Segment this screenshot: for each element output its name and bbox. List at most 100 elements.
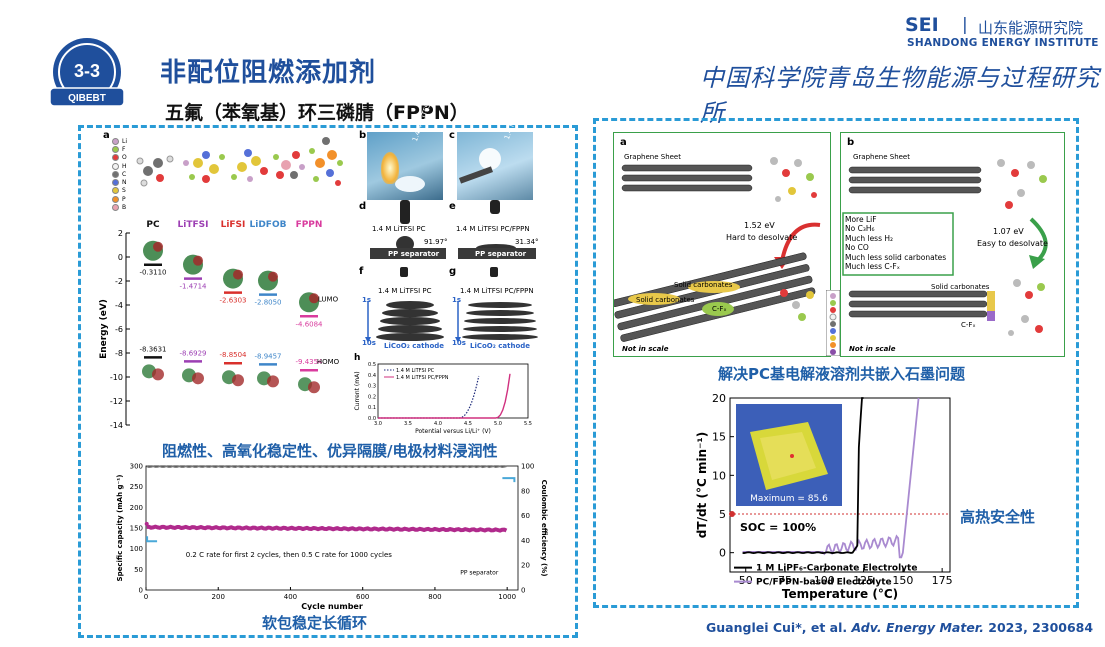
caption-right-bottom: 高热安全性 — [960, 508, 1036, 526]
thermal-x-tick-label: 75 — [778, 574, 792, 587]
panel-a-letter: a — [103, 130, 110, 141]
citation-rest: 2023, 2300684 — [983, 620, 1094, 635]
panel-b-letter: b — [359, 130, 367, 141]
homo-orbital-lobe — [232, 374, 244, 387]
atom-legend-B: B — [112, 203, 127, 212]
mech-a-energy: 1.52 eV — [744, 221, 775, 230]
thermal-hotspot-core — [760, 432, 816, 480]
logo-cas-calligraphy: 中国科学院青岛生物能源与过程研究所 — [700, 64, 1100, 127]
slide-title: 非配位阻燃添加剂 — [160, 58, 377, 88]
cycle-x-tick-label: 600 — [356, 593, 369, 601]
cycle-y-right-tick-label: 40 — [521, 537, 530, 545]
orbital-column-header: LiDFOB — [250, 220, 287, 230]
thermal-max-point — [790, 454, 794, 458]
lighter-icon — [458, 166, 494, 184]
lsv-y-tick-label: 0.3 — [368, 384, 376, 390]
lsv-panel-letter: h — [354, 353, 360, 363]
lsv-y-tick-label: 0.2 — [368, 394, 376, 400]
cycle-y-right-tick-label: 100 — [521, 463, 534, 471]
panel-g-letter: g — [449, 266, 457, 277]
slide-subtitle: 五氟（苯氧基）环三磷腈（FPPN） — [165, 102, 469, 124]
cycle-separator-label: PP separator — [460, 569, 499, 576]
threshold-marker-icon — [729, 511, 735, 517]
homo-label: HOMO — [317, 358, 340, 366]
atom-legend-label: C — [122, 170, 127, 178]
cycle-y-left-tick-label: 150 — [130, 525, 143, 533]
cycle-note: 0.2 C rate for first 2 cycles, then 0.5 … — [186, 551, 393, 559]
atom-legend-label: B — [122, 204, 127, 212]
atom-legend-Li: Li — [112, 137, 127, 145]
atom-legend-label: N — [122, 179, 127, 187]
orbital-y-tick-label: -8 — [115, 349, 123, 358]
mech-a-scale: Not in scale — [622, 345, 669, 353]
thermal-x-tick-label: 175 — [932, 574, 953, 587]
mech-atom-legend — [826, 290, 840, 356]
fppn-molecule — [309, 137, 343, 186]
pc-molecule — [136, 155, 174, 187]
thermal-soc-label: SOC = 100% — [740, 521, 816, 534]
lsv-y-tick-label: 0.5 — [368, 362, 376, 368]
mech-b-energy: 1.07 eV — [993, 227, 1024, 236]
thermal-x-tick-label: 50 — [739, 574, 753, 587]
panel-g-time-start: 1s — [452, 296, 462, 304]
lsv-legend-label: 1.4 M LiTFSI PC/FPPN — [396, 375, 449, 381]
logo-sei: SEI — [905, 14, 939, 36]
lsv-series-pc — [378, 375, 480, 419]
lsv-x-tick-label: 3.0 — [374, 421, 382, 427]
atom-dot-icon — [112, 145, 119, 153]
cycle-y-left-tick-label: 100 — [130, 545, 143, 553]
homo-orbital-lobe — [192, 372, 204, 385]
badge-number: 3-3 — [74, 61, 100, 81]
mech-a-drawing — [614, 157, 821, 342]
atom-legend-P: P — [112, 195, 127, 203]
panel-e-letter: e — [449, 201, 456, 212]
citation-author: Guanglei Cui — [706, 620, 796, 635]
mech-a-letter: a — [620, 137, 627, 148]
mech-a-cfx: C-Fₓ — [712, 305, 727, 313]
cycle-x-label: Cycle number — [301, 602, 363, 610]
atom-legend-S: S — [112, 187, 127, 195]
lsv-x-tick-label: 5.5 — [524, 421, 532, 427]
lsv-y-tick-label: 0.1 — [368, 405, 376, 411]
cycle-y-right-tick-label: 0 — [521, 587, 525, 595]
lsv-x-label: Potential versus Li/Li⁺ (V) — [415, 428, 491, 435]
mech-a-desc: Hard to desolvate — [726, 233, 798, 242]
orbital-column-header: PC — [146, 220, 160, 230]
thermal-legend-label: PC/FPPN-based Electrolyte — [756, 578, 892, 588]
orbital-y-tick-label: -12 — [110, 397, 123, 406]
logo-org-en: SHANDONG ENERGY INSTITUTE — [907, 37, 1099, 49]
capacity-axis-arrow-icon — [146, 536, 158, 543]
sample-ball — [395, 176, 425, 192]
atom-legend-label: O — [122, 154, 127, 162]
efficiency-series — [146, 465, 507, 469]
lumo-orbital-lobe — [309, 293, 319, 304]
thermal-y-tick-label: 0 — [719, 547, 726, 560]
mech-b-drawing — [842, 159, 1048, 336]
panel-c-flame-photo: 1.4 M LiTFSI PC/FPPN — [457, 69, 536, 200]
homo-value: -8.3631 — [139, 345, 166, 353]
panel-e-label: 1.4 M LiTFSI PC/FPPN — [456, 225, 530, 233]
thermal-x-tick-label: 125 — [853, 574, 874, 587]
orbital-y-tick-label: -4 — [115, 301, 123, 310]
caption-left-bottom: 软包稳定长循环 — [262, 614, 368, 632]
thermal-y-label: dT/dt (°C min⁻¹) — [695, 432, 709, 538]
cycle-y-right-label: Coulombic efficiency (%) — [540, 480, 548, 577]
lsv-legend-label: 1.4 M LiTFSI PC — [396, 368, 435, 374]
panel-d-separator: PP separator — [388, 250, 440, 258]
lidfob-molecule — [273, 151, 305, 179]
orbital-column-header: LiTFSI — [178, 220, 209, 230]
cycle-y-left-tick-label: 200 — [130, 504, 143, 512]
logo-separator: | — [962, 15, 968, 35]
lumo-orbital-lobe — [268, 271, 278, 282]
mech-b-scale: Not in scale — [849, 345, 896, 353]
panel-e-separator: PP separator — [475, 250, 527, 258]
lumo-orbital-lobe — [153, 241, 163, 252]
atom-dot-icon — [112, 195, 119, 203]
flame-icon — [381, 152, 399, 184]
thermal-inset-maximum: Maximum = 85.6 — [750, 494, 828, 504]
atom-legend-label: H — [122, 162, 127, 170]
atom-legend-C: C — [112, 170, 127, 178]
lumo-value: -0.3110 — [139, 269, 166, 277]
series-pc-fppn — [742, 397, 920, 559]
